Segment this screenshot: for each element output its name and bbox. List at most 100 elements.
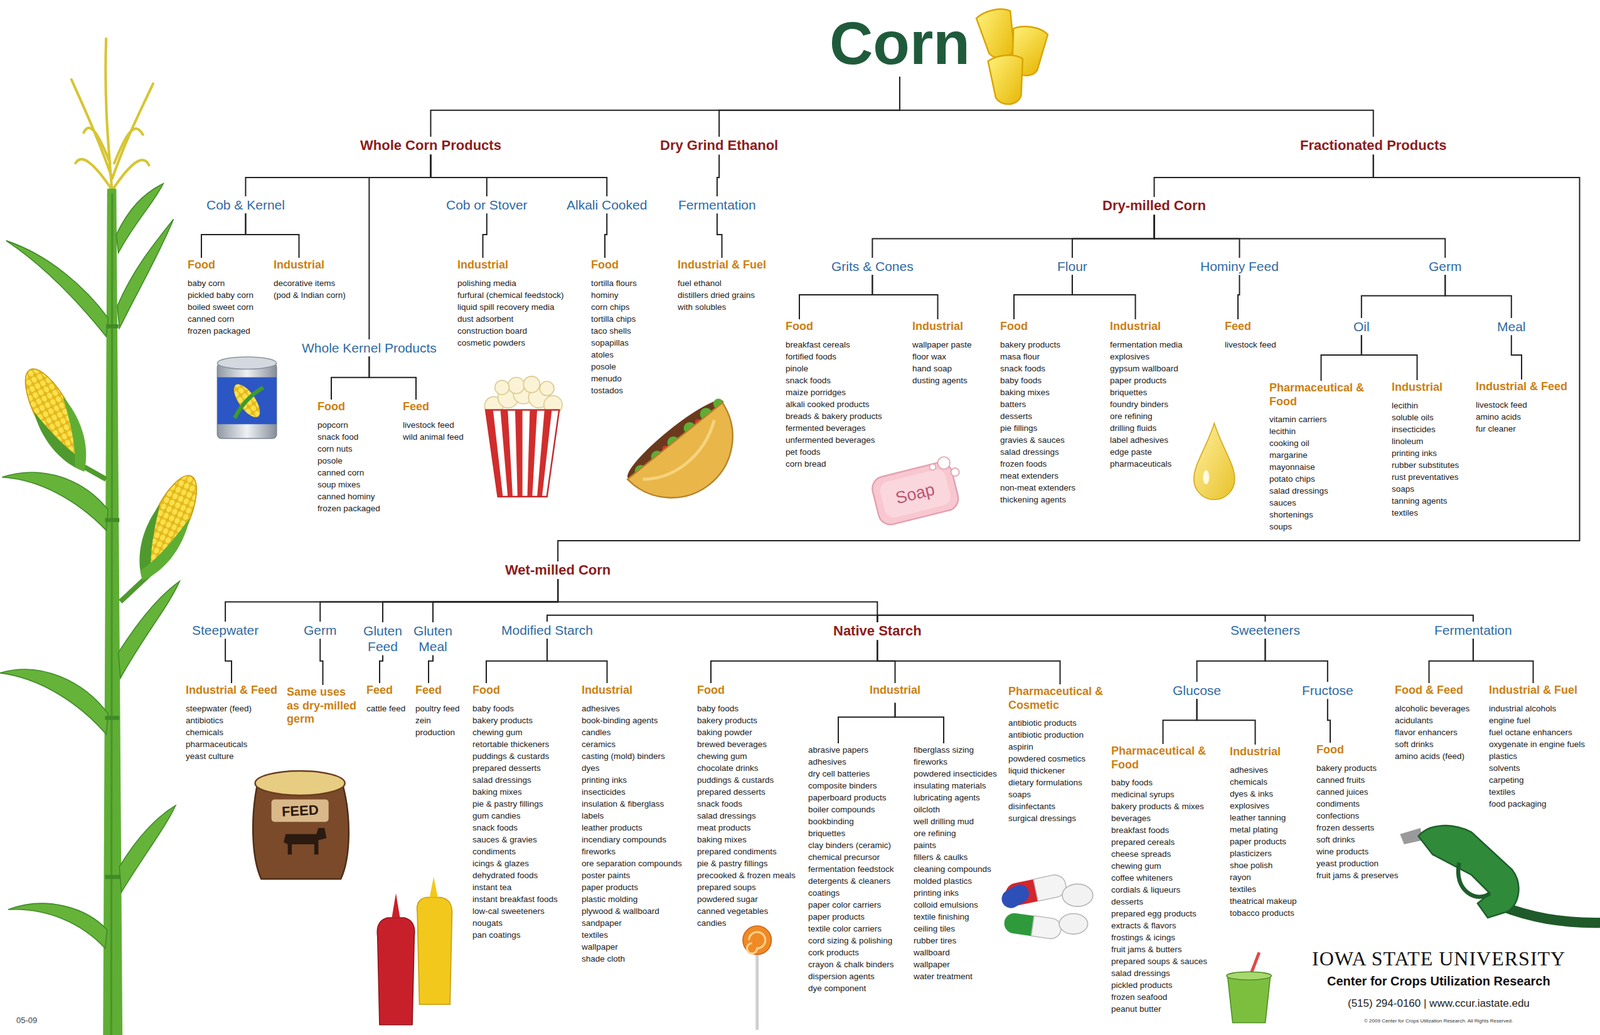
feed-sack-icon — [252, 771, 349, 880]
tree-connector — [368, 356, 416, 400]
list-item: hominy — [591, 289, 619, 302]
list-item: pie & pastry fillings — [472, 798, 544, 811]
list-item: fireworks — [913, 756, 948, 768]
list-item: corn chips — [591, 301, 630, 314]
list-item: wallpaper — [581, 941, 619, 954]
list-item: fuel octane enhancers — [1488, 726, 1573, 739]
list-item: ore separation compounds — [581, 857, 683, 870]
list-item: dehydrated foods — [472, 869, 538, 882]
list-item: sopapillas — [591, 336, 629, 349]
list-item: textile finishing — [913, 911, 970, 923]
list-item: fruit jams & preserves — [1316, 869, 1399, 882]
list-item: fiberglass sizing — [913, 744, 974, 757]
list-item: steepwater (feed) — [185, 702, 252, 715]
category-heading: Fermentation — [1434, 622, 1513, 639]
list-item: antibiotic production — [1008, 729, 1084, 742]
list-item: boiler compounds — [808, 803, 876, 816]
list-item: brewed beverages — [697, 738, 767, 751]
list-item: rayon — [1229, 871, 1252, 884]
list-item: canned vegetables — [697, 905, 768, 918]
list-item: condiments — [1316, 798, 1360, 811]
list-item: dye component — [808, 982, 866, 995]
list-item: soup mixes — [317, 478, 361, 491]
corn-plant-part-part — [83, 128, 110, 164]
list-item: candies — [697, 917, 727, 930]
heading-text: Modified Starch — [501, 622, 593, 639]
corn-plant-part-part — [119, 805, 176, 893]
list-item: adhesives — [1229, 764, 1269, 777]
list-item: salad dressings — [472, 774, 532, 787]
list-item: edge paste — [1109, 446, 1152, 459]
list-item: powdered insecticides — [913, 768, 998, 780]
product-list: Industrialadhesiveschemicalsdyes & inkse… — [1229, 745, 1297, 920]
tree-connector — [225, 579, 558, 622]
list-item: zein production — [415, 714, 460, 739]
tree-connector — [1445, 274, 1512, 319]
product-column: fiberglass sizingfireworkspowdered insec… — [913, 744, 998, 983]
tree-connector — [1429, 638, 1474, 684]
section-heading: Dry-milled Corn — [1102, 197, 1206, 214]
pills-icon — [998, 873, 1094, 941]
list-item: tostados — [591, 384, 624, 397]
product-list: Foodpopcornsnack foodcorn nutsposolecann… — [317, 400, 381, 515]
list-item: breads & bakery products — [785, 410, 883, 423]
product-list: Food & Feedalcoholic beveragesacidulants… — [1394, 683, 1470, 763]
corn-plant — [0, 38, 209, 1035]
product-list: Industrial & Fuelindustrial alcoholsengi… — [1488, 683, 1585, 811]
list-item: cork products — [808, 946, 859, 959]
list-item: poultry feed — [415, 702, 460, 715]
list-item: ceramics — [581, 738, 616, 751]
list-item: soluble oils — [1391, 411, 1434, 424]
heading-text: Food — [591, 258, 619, 273]
list-item: baking mixes — [1000, 386, 1050, 399]
tree-connector — [430, 154, 607, 197]
list-item: leather tanning — [1229, 811, 1286, 824]
tree-connector — [717, 154, 720, 197]
list-item: livestock feed — [1475, 399, 1528, 411]
list-item: bakery products & mixes — [1111, 800, 1205, 813]
tree-connector — [1511, 335, 1522, 380]
list-item: lecithin — [1391, 399, 1419, 412]
list-item: corn nuts — [317, 442, 353, 455]
list-item: baking powder — [697, 726, 753, 739]
print-code: 05-09 — [16, 1015, 38, 1026]
product-list: Feedcattle feed — [366, 683, 406, 715]
tree-connector — [1327, 698, 1331, 743]
list-item: meat products — [697, 821, 752, 834]
list-item: maize porridges — [785, 386, 846, 399]
list-item: engine fuel — [1488, 714, 1531, 727]
list-item: margarine — [1269, 449, 1308, 462]
corn-plant-part — [13, 360, 102, 481]
list-item: textiles — [581, 929, 608, 942]
list-item: instant breakfast foods — [472, 893, 558, 906]
lollipop-icon-part — [755, 954, 759, 1031]
list-item: taco shells — [591, 325, 632, 337]
list-item: pharmaceuticals — [185, 738, 248, 751]
list-item: prepared egg products — [1111, 907, 1197, 920]
canned-corn-icon-part — [217, 357, 277, 370]
heading-text: Wet-milled Corn — [505, 562, 611, 579]
pills-icon-part — [998, 881, 1033, 912]
tree-connector — [225, 638, 232, 684]
list-item: unfermented beverages — [785, 434, 876, 447]
list-item: casting (mold) binders — [581, 750, 666, 763]
list-item: cordials & liqueurs — [1111, 884, 1181, 896]
heading-text: Dry-milled Corn — [1102, 197, 1206, 214]
corn-plant-part-part — [105, 715, 120, 721]
tree-connector — [486, 638, 548, 684]
popcorn-icon-part-part — [537, 409, 552, 497]
product-list: Pharmaceutical & Cosmeticantibiotic prod… — [1008, 685, 1112, 825]
list-item: menudo — [591, 372, 622, 385]
list-item: explosives — [1109, 350, 1150, 363]
list-item: potato chips — [1269, 473, 1316, 486]
category-heading: Grits & Cones — [831, 258, 914, 275]
list-item: salad dressings — [1269, 485, 1329, 497]
soap-icon-part-part — [869, 459, 961, 528]
list-item: thickening agents — [1000, 493, 1067, 506]
list-item: pharmaceuticals — [1109, 458, 1172, 470]
pills-icon-part — [1062, 884, 1094, 907]
product-list: Feedlivestock feed — [1224, 320, 1277, 351]
heading-text: Food — [472, 683, 501, 698]
pills-icon-part — [1002, 912, 1063, 941]
heading-text: Germ — [303, 622, 337, 639]
